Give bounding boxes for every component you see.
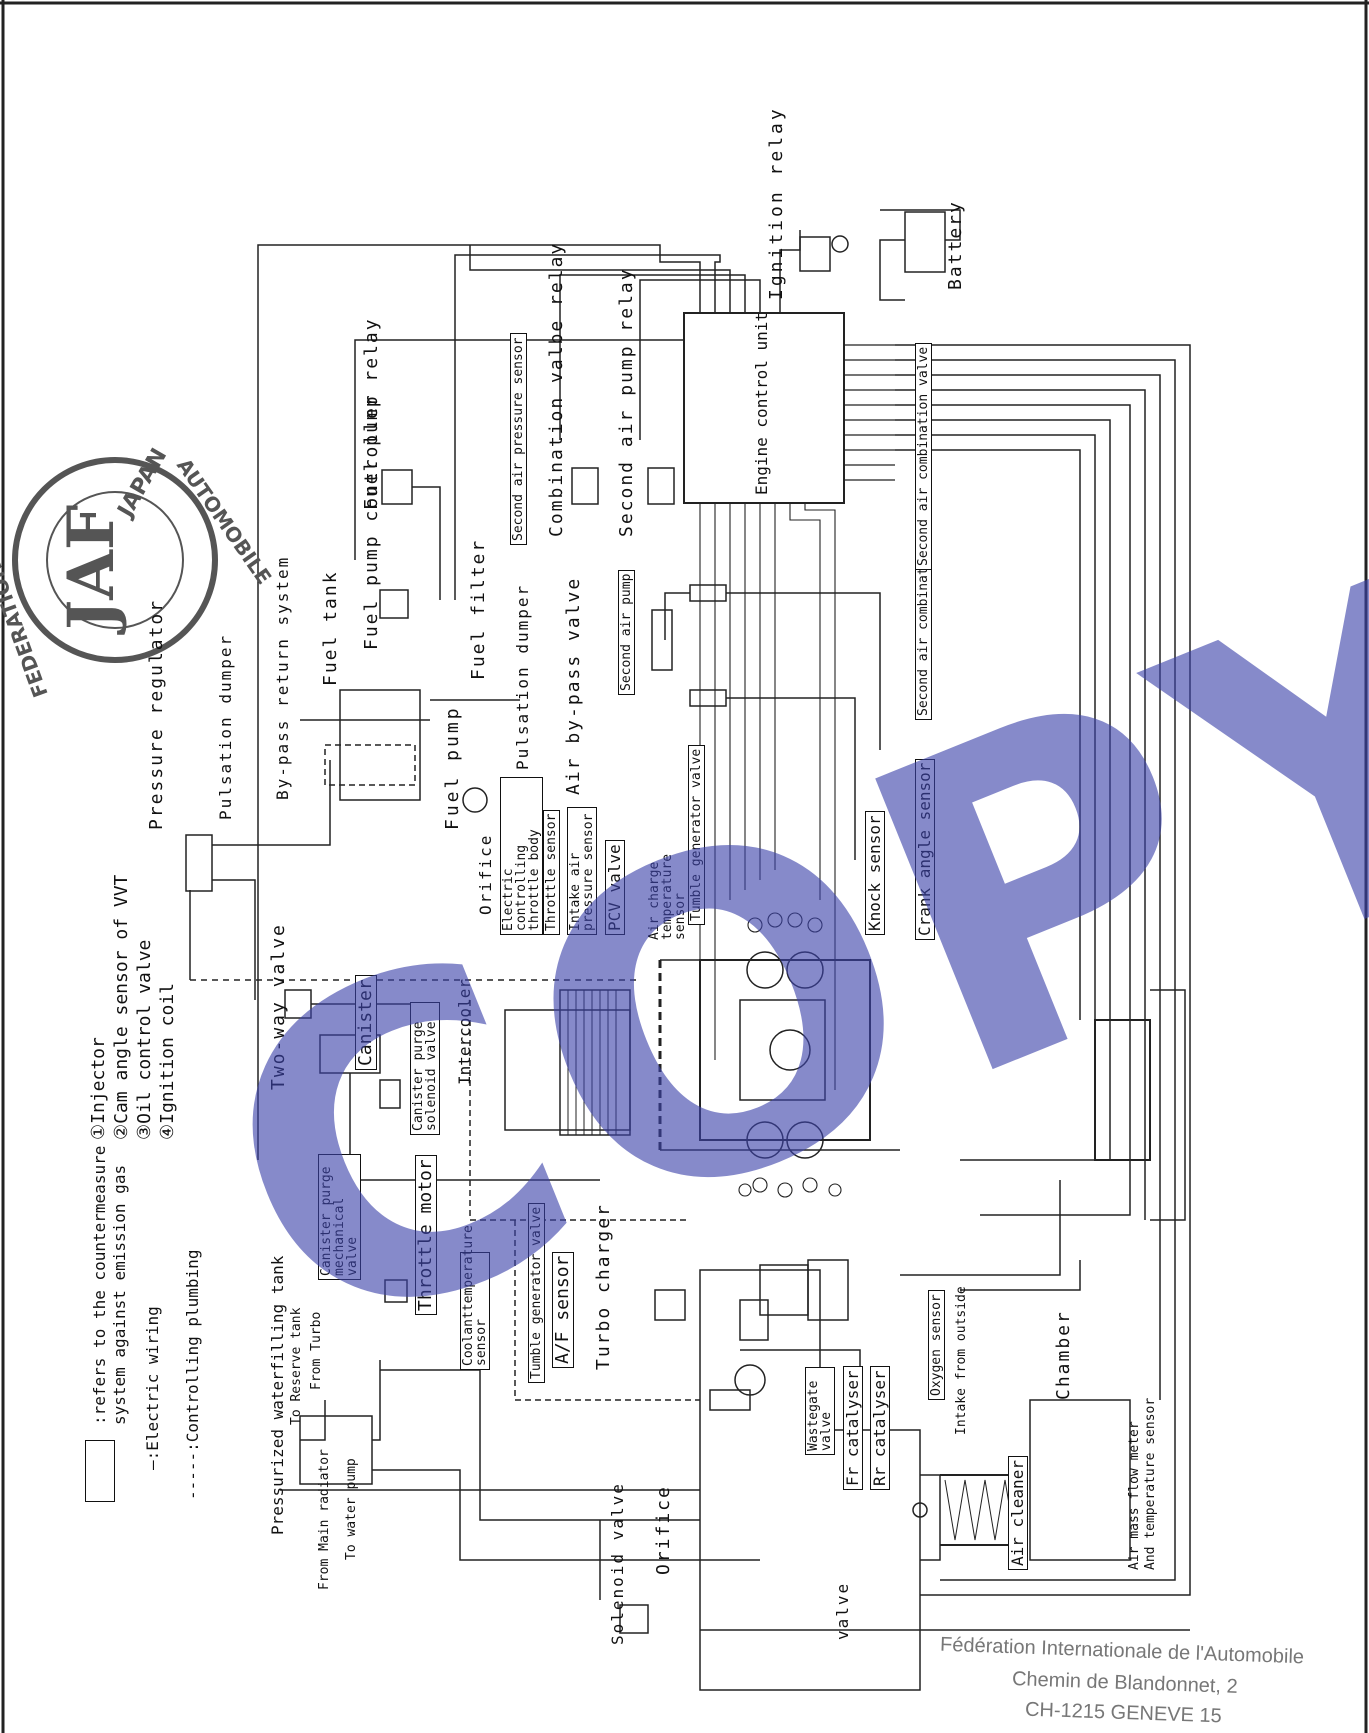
label-ignition-relay: Ignition relay bbox=[766, 106, 787, 300]
legend-plumbing: -----:Controlling plumbing bbox=[183, 1249, 202, 1500]
label-ecu: Engine control unit bbox=[752, 311, 771, 495]
label-intake-from-outside: Intake from outside bbox=[954, 1286, 969, 1435]
label-fuel-filter: Fuel filter bbox=[468, 538, 489, 680]
legend-box-desc-1: :refers to the countermeasure bbox=[90, 1145, 109, 1425]
label-to-water-pump: To water pump bbox=[344, 1458, 359, 1560]
legend-box-desc-2: system against emission gas bbox=[110, 1164, 129, 1425]
label-pressure-regulator: Pressure regulator bbox=[146, 598, 167, 830]
item-oil-control-valve: ③Oil control valve bbox=[134, 939, 155, 1140]
label-combination-valve-relay: Combination valbe relay bbox=[546, 241, 567, 537]
label-fuel-pump: Fuel pump bbox=[442, 705, 463, 830]
seal-monogram: JAF bbox=[54, 504, 129, 630]
label-rr-catalyser: Rr catalyser bbox=[870, 1366, 890, 1490]
label-solenoid-valve: Solenoid valve bbox=[608, 1482, 627, 1645]
label-second-air-pump: Second air pump bbox=[618, 569, 635, 695]
label-fuel-tank: Fuel tank bbox=[320, 570, 341, 686]
label-chamber: Chamber bbox=[1053, 1310, 1074, 1400]
item-cam-angle-sensor: ②Cam angle sensor of VVT bbox=[111, 874, 132, 1140]
label-second-air-combination-valve-2: Second air combination valve bbox=[915, 342, 932, 570]
label-by-pass-return: By-pass return system bbox=[273, 555, 292, 800]
label-and-temp-sensor: And temperature sensor bbox=[1143, 1397, 1158, 1570]
legend-wiring: —:Electric wiring bbox=[143, 1306, 162, 1470]
label-wastegate-valve: Wastegate valve bbox=[805, 1367, 835, 1455]
label-battery: Battery bbox=[945, 200, 966, 290]
label-from-main-radiator: From Main radiator bbox=[317, 1449, 332, 1590]
label-pressurized-waterfilling-tank: Pressurized waterfilling tank bbox=[268, 1255, 287, 1535]
legend-box-swatch bbox=[85, 1440, 115, 1502]
label-fuel-pump-controller: Fuel pump controller bbox=[361, 393, 382, 650]
label-pulsation-dumper-1: Pulsation dumper bbox=[216, 633, 235, 820]
label-second-air-pressure-sensor: Second air pressure sensor bbox=[510, 333, 527, 545]
label-oxygen-sensor: Oxygen sensor bbox=[928, 1290, 945, 1400]
label-fr-catalyser: Fr catalyser bbox=[843, 1366, 863, 1490]
label-valve: valve bbox=[833, 1581, 852, 1640]
jaf-seal-graphic bbox=[12, 457, 218, 663]
label-air-cleaner: Air cleaner bbox=[1008, 1456, 1028, 1570]
label-air-mass-flow-meter: Air mass flow meter bbox=[1127, 1421, 1142, 1570]
item-injector: ①Injector bbox=[88, 1037, 109, 1140]
label-air-bypass-valve: Air by-pass valve bbox=[563, 576, 584, 795]
label-second-air-pump-relay: Second air pump relay bbox=[616, 267, 637, 537]
label-pulsation-dumper-2: Pulsation dumper bbox=[513, 583, 532, 770]
label-orifice-2: Orifice bbox=[653, 1485, 674, 1575]
